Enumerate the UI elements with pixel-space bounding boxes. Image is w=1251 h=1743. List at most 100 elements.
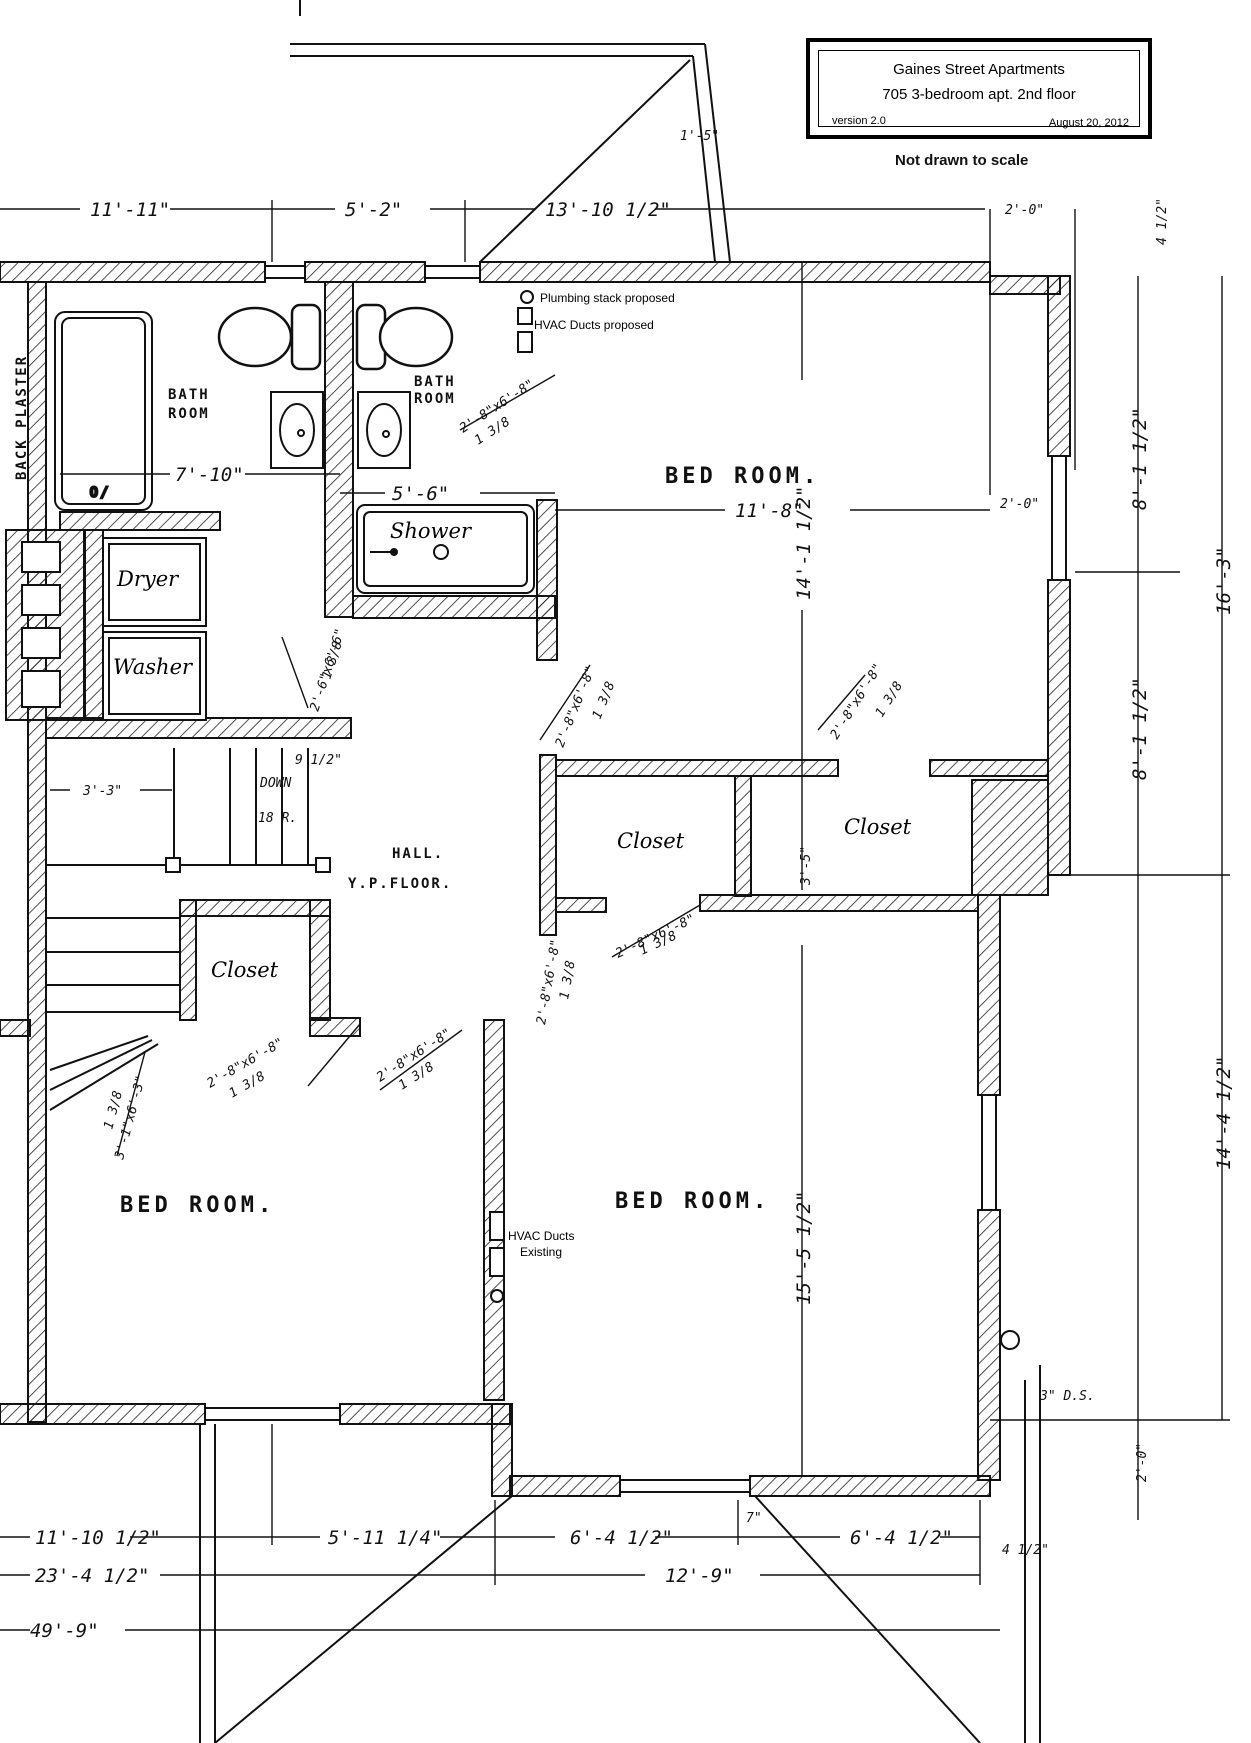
walls	[0, 261, 1071, 1497]
dim-bed-ne-width: 11'-8"	[735, 500, 804, 522]
room-label-bath-2-line1: BATH	[414, 374, 456, 390]
note-hvac-existing-1: HVAC Ducts	[508, 1229, 574, 1243]
fixture-dryer: Dryer	[116, 567, 180, 591]
roof-outline	[290, 0, 731, 263]
toilet-2	[355, 303, 454, 371]
dim-bed-ne-depth: 14'-1 1/2"	[793, 486, 815, 600]
room-label-bath-1-line1: BATH	[168, 387, 210, 403]
dim-right-total-2: 14'-4 1/2"	[1213, 1056, 1235, 1170]
wall-closet-div	[734, 775, 752, 897]
wall-right-lower	[977, 894, 1001, 1096]
dim-stair-small: 9 1/2"	[295, 753, 342, 768]
wall-laundry-right	[84, 529, 104, 721]
wall-hall-left-closet	[179, 899, 197, 1021]
fixture-shower: Shower	[390, 519, 473, 543]
room-label-hall-floor: Y.P.FLOOR.	[348, 876, 452, 892]
dim-stairs-down: DOWN	[259, 776, 291, 791]
wall-closet-bottom	[555, 897, 607, 913]
bathtub: O/	[54, 311, 153, 511]
wall-bottom-left2	[339, 1403, 511, 1425]
wall-left	[27, 281, 47, 1423]
wall-hall-closet-top	[179, 899, 331, 917]
wall-right-bottom	[977, 1209, 1001, 1481]
dim-bottom-4: 6'-4 1/2"	[850, 1527, 953, 1549]
dim-bottom-6: 7"	[746, 1511, 762, 1526]
sink-2	[357, 391, 411, 469]
dim-bottom-total: 49'-9"	[30, 1620, 99, 1642]
door-callout-closet-2: 2'-8"x6'-8"	[828, 661, 886, 742]
dim-top-4: 2'-0"	[1005, 203, 1044, 218]
wall-top-left	[0, 261, 266, 283]
wall-bottom-right	[509, 1475, 621, 1497]
dim-closet-depth: 3'-5"	[799, 846, 814, 886]
dim-ds-note: 3" D.S.	[1039, 1389, 1095, 1404]
room-label-bedroom-sw: BED ROOM.	[120, 1193, 275, 1218]
svg-text:O/: O/	[90, 485, 111, 501]
dim-bottom-1: 11'-10 1/2"	[35, 1527, 161, 1549]
wall-bath-shower	[352, 595, 556, 619]
closet-label-3: Closet	[211, 958, 279, 982]
wall-stair-bottom	[0, 1019, 31, 1037]
windows	[204, 265, 1067, 1493]
dim-stairs-risers: 18 R.	[258, 811, 297, 826]
wall-right-jog	[989, 275, 1061, 295]
dim-hall-width: 3'-3"	[82, 784, 122, 799]
note-plumbing-stack: Plumbing stack proposed	[540, 291, 675, 305]
closet-label-2: Closet	[844, 815, 912, 839]
wall-right-upper	[1047, 275, 1071, 457]
window-bottom-1	[204, 1407, 341, 1421]
wall-shower-right	[536, 499, 558, 661]
door-callout-lines	[116, 374, 866, 1157]
wall-closet-top	[555, 759, 839, 777]
proposed-stack-marks	[517, 290, 534, 353]
scale-note: Not drawn to scale	[895, 152, 1029, 169]
dim-right-a: 8'-1 1/2"	[1129, 407, 1151, 510]
dimension-lines	[0, 200, 1230, 1631]
dim-top-1: 11'-11"	[90, 199, 170, 221]
dim-bottom-2: 5'-11 1/4"	[328, 1527, 442, 1549]
wall-closet-bottom2	[699, 894, 979, 912]
room-label-bath-1-line2: ROOM	[168, 406, 210, 422]
title-block-inner: Gaines Street Apartments 705 3-bedroom a…	[818, 50, 1140, 129]
door-callout-closet-2-thk: 1 3/8	[873, 679, 907, 720]
wall-laundry-top	[59, 511, 221, 531]
version-label: version 2.0	[832, 115, 886, 127]
stairs	[46, 748, 331, 1111]
dim-bottom-3: 6'-4 1/2"	[570, 1527, 673, 1549]
wall-closet-left	[539, 754, 557, 936]
project-name: Gaines Street Apartments	[893, 61, 1065, 78]
door-callout-closet-1: 2'-8"x6'-8"	[553, 664, 599, 749]
dim-bottom-5: 4 1/2"	[1002, 1543, 1049, 1558]
dim-bottom-sub: 23'-4 1/2"	[35, 1565, 149, 1587]
window-right-2	[981, 1094, 997, 1211]
shower-pan	[356, 504, 535, 594]
dim-right-bottom: 2'-0"	[1135, 1443, 1150, 1482]
dim-right-b: 8'-1 1/2"	[1129, 677, 1151, 780]
date-label: August 20, 2012	[1048, 117, 1129, 129]
door-callout-bed-se-side-thk: 1 3/8	[557, 959, 579, 1000]
closet-label-1: Closet	[617, 829, 685, 853]
fixture-washer: Washer	[113, 655, 194, 679]
wall-hall-closet-right	[309, 899, 331, 1021]
window-bottom-2	[619, 1479, 751, 1493]
wall-closet-top2	[929, 759, 1049, 777]
existing-duct-marks	[489, 1211, 505, 1303]
note-hvac-proposed: HVAC Ducts proposed	[534, 318, 654, 332]
dim-top-2: 5'-2"	[345, 199, 402, 221]
dim-right-total-1: 16'-3"	[1213, 546, 1235, 615]
back-plaster-label: BACK PLASTER	[14, 355, 30, 480]
wall-bed-divider	[483, 1019, 505, 1401]
dim-bath-width: 7'-10"	[175, 464, 244, 486]
wall-hall-closet-bottom	[309, 1017, 361, 1037]
door-callout-closet-1-thk: 1 3/8	[590, 679, 619, 721]
title-block: Gaines Street Apartments 705 3-bedroom a…	[806, 38, 1152, 139]
stack-boxes	[21, 541, 61, 708]
sink-1	[270, 391, 324, 469]
wall-bath-divider	[324, 281, 354, 618]
dim-right-2ft: 2'-0"	[1000, 497, 1039, 512]
dim-bed-se-depth: 15'-5 1/2"	[793, 1191, 815, 1305]
room-label-hall: HALL.	[392, 846, 444, 862]
dim-top-3: 13'-10 1/2"	[545, 199, 671, 221]
wall-top-mid	[304, 261, 426, 283]
